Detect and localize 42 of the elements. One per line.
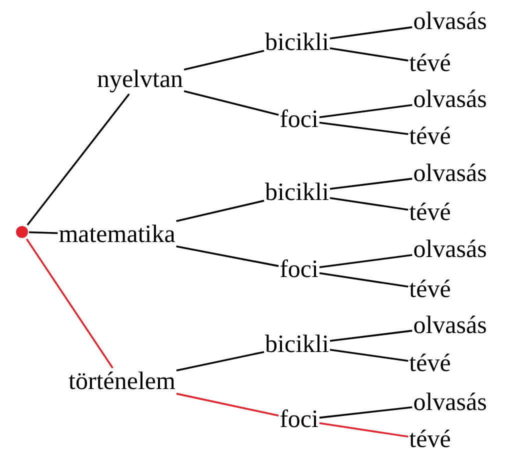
tree-node-label: tévé <box>409 200 451 226</box>
connector-line <box>319 104 412 118</box>
connector-line <box>319 406 412 419</box>
tree-node-label: olvasás <box>413 237 487 263</box>
tree-node-label: foci <box>280 257 318 283</box>
connector-line <box>319 254 412 268</box>
connector-line <box>184 90 279 116</box>
tree-node-label: tévé <box>409 124 451 150</box>
tree-node-label: tévé <box>409 351 451 377</box>
tree-node-label: tévé <box>409 51 451 77</box>
connector-line <box>176 246 279 267</box>
tree-node-label: történelem <box>68 369 176 395</box>
tree-node-label: bicikli <box>265 332 329 358</box>
tree-node-label: tévé <box>409 277 451 303</box>
connector-line <box>26 238 114 368</box>
connector-line <box>319 422 408 438</box>
connector-line <box>176 351 264 372</box>
tree-node-label: tévé <box>409 427 451 450</box>
connector-line <box>330 178 412 190</box>
tree-node-label: bicikli <box>265 30 329 56</box>
tree-node-label: olvasás <box>413 313 487 339</box>
tree-node-label: foci <box>280 407 318 433</box>
connector-line <box>319 122 408 136</box>
tree-node-label: olvasás <box>413 161 487 187</box>
tree-node-label: nyelvtan <box>96 67 184 93</box>
tree-node-label: olvasás <box>413 390 487 416</box>
connector-line <box>330 197 408 211</box>
connector-line <box>184 50 264 70</box>
connector-line <box>330 47 408 62</box>
tree-node-label: foci <box>280 107 318 133</box>
connector-line <box>28 231 58 234</box>
connector-line <box>176 392 279 416</box>
connector-line <box>319 272 408 288</box>
tree-node-label: bicikli <box>265 180 329 206</box>
connector-line <box>330 330 412 342</box>
tree-node-label: olvasás <box>413 87 487 113</box>
connector-line <box>176 200 264 222</box>
connector-line <box>26 93 130 226</box>
connector-line <box>330 26 412 40</box>
connector-line <box>330 348 408 362</box>
tree-node-label: olvasás <box>413 9 487 35</box>
tree-node-label: matematika <box>58 222 176 248</box>
